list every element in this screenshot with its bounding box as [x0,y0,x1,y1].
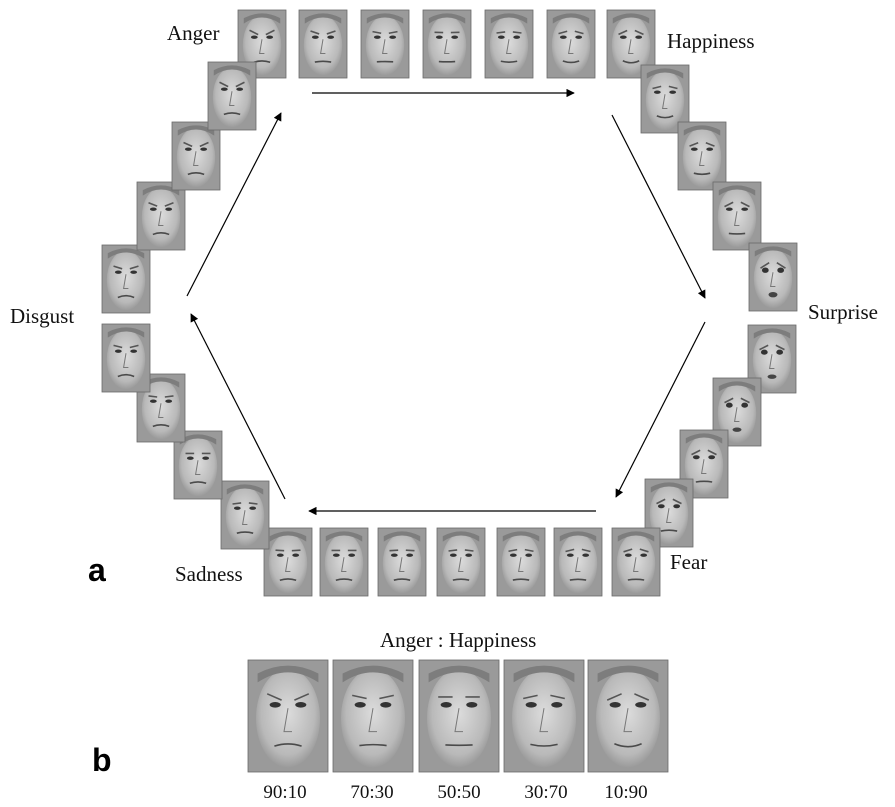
morph-face-anger-happiness [418,659,500,773]
panel-label-b: b [92,742,112,778]
face-thumbnail [496,527,546,597]
label-fear: Fear [670,550,708,574]
ratio-label: 90:10 [263,782,307,803]
morph-face-anger-happiness [503,659,585,773]
arrow-happiness-to-surprise [611,114,706,299]
face-thumbnail [712,377,762,447]
face-thumbnail [553,527,603,597]
face-thumbnail [712,181,762,251]
face-thumbnail [484,9,534,79]
cycle-arrows [186,88,706,516]
face-thumbnail [220,480,270,550]
label-sadness: Sadness [175,562,243,586]
panel-b-title: Anger : Happiness [380,628,537,652]
face-thumbnail [136,181,186,251]
ratio-label: 10:90 [604,782,648,803]
label-anger: Anger [167,21,220,45]
face-thumbnail [611,527,661,597]
face-thumbnail [436,527,486,597]
ratio-label: 70:30 [350,782,394,803]
face-thumbnail [173,430,223,500]
face-thumbnail [136,373,186,443]
face-thumbnail [677,121,727,191]
arrow-sadness-to-disgust [190,313,286,500]
face-images [101,9,798,773]
face-thumbnail [422,9,472,79]
arrow-disgust-to-anger [186,112,282,297]
face-thumbnail [101,244,151,314]
label-surprise: Surprise [808,300,878,324]
morph-face-anger-happiness [332,659,414,773]
label-happiness: Happiness [667,29,755,53]
face-thumbnail [748,242,798,312]
face-thumbnail [101,323,151,393]
ratio-label: 30:70 [524,782,568,803]
ratio-label: 50:50 [437,782,481,803]
arrow-surprise-to-fear [615,321,706,498]
face-thumbnail [263,527,313,597]
face-thumbnail [377,527,427,597]
morph-face-anger-happiness [247,659,329,773]
face-thumbnail [237,9,287,79]
face-thumbnail [546,9,596,79]
face-thumbnail [360,9,410,79]
panel-label-a: a [88,552,106,588]
face-thumbnail [319,527,369,597]
face-thumbnail [207,61,257,131]
face-thumbnail [298,9,348,79]
label-disgust: Disgust [10,304,75,328]
morph-face-anger-happiness [587,659,669,773]
face-thumbnail [171,121,221,191]
